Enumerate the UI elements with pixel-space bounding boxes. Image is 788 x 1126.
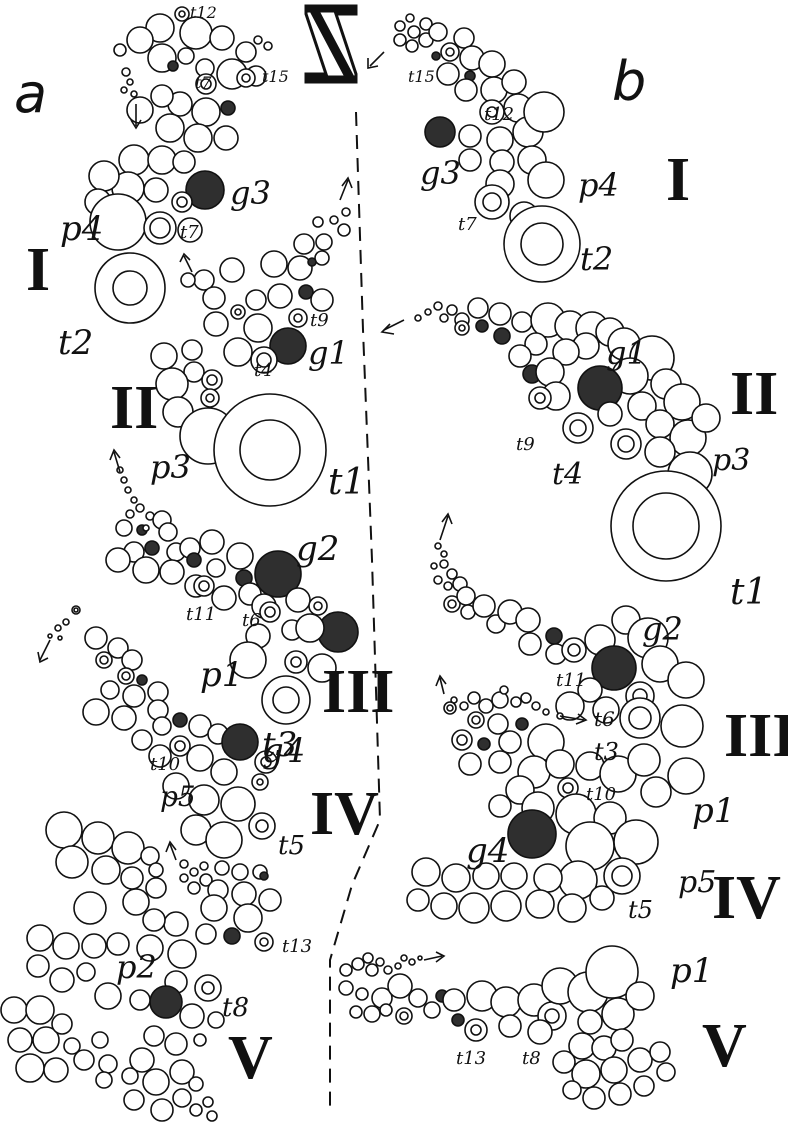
right-label-t9: t9 [516,434,535,455]
center-x-mark [304,4,358,84]
right-whorl-I-circles [393,13,581,283]
right-label-t15: t15 [408,67,435,86]
left-label-t11: t11 [186,604,216,625]
left-label-p1: p1 [200,655,243,695]
left-label-t3: t3 [262,725,297,765]
left-label-g1: g1 [308,334,349,372]
right-label-t2: t2 [580,240,613,278]
right-label-t12: t12 [484,104,514,125]
right-whorl-V-circles [338,945,676,1110]
left-label-t15: t15 [262,67,289,86]
left-label-t5: t5 [278,831,305,861]
right-label-g3: g3 [420,154,461,192]
left-label-t10: t10 [150,754,180,775]
right-panel: I II III IV V t15 t12 g3 p4 t7 t2 g1 t9 … [338,13,788,1110]
left-label-t4: t4 [254,360,273,381]
left-whorl-III-circles [105,466,359,725]
right-label-t13: t13 [456,1048,486,1069]
right-label-g1: g1 [606,334,647,372]
right-label-t10: t10 [586,784,616,805]
right-label-t4: t4 [552,457,583,492]
right-label-t3: t3 [594,738,619,766]
left-whorl-IV-circles [47,605,278,859]
right-label-t1: t1 [730,572,767,613]
right-whorl-II-circles [414,297,722,582]
left-label-p5: p5 [160,780,196,813]
left-label-t8: t8 [222,993,249,1023]
left-whorl-I-circles [84,6,273,324]
right-whorl-III-circles [430,542,705,808]
left-whorl-II: II [110,374,158,442]
right-label-g2: g2 [642,610,683,648]
left-label-t6: t6 [242,610,261,631]
right-label-t7: t7 [458,214,477,235]
right-label-t6: t6 [594,707,615,731]
left-whorl-V-circles [0,811,282,1122]
right-label-t5: t5 [628,896,653,924]
left-whorl-III: III [322,658,394,726]
right-whorl-V: V [702,1012,747,1080]
divider-dashed-line [329,111,382,1110]
left-label-t7-top: t7 [195,73,212,92]
left-label-t9: t9 [310,310,329,331]
panel-label-a: a [14,62,47,125]
right-whorl-II: II [730,360,778,428]
left-label-t12: t12 [190,3,217,22]
right-label-p1: p1 [692,791,735,831]
left-label-t13: t13 [282,936,312,957]
left-label-t1: t1 [328,462,365,503]
left-whorl-II-circles [150,207,351,507]
right-whorl-IV: IV [712,864,781,932]
left-label-g2: g2 [296,529,339,569]
right-label-p5: p5 [678,865,716,900]
left-whorl-V: V [228,1024,273,1092]
left-panel: I II III IV V t12 t15 t7 g3 p4 t7 t2 t9 … [0,3,394,1122]
right-label-p4: p4 [578,166,619,204]
right-label-t8: t8 [522,1048,541,1069]
right-whorl-IV-circles [406,775,659,924]
right-arrows [367,51,588,963]
left-arrows [37,104,353,861]
left-label-p4: p4 [60,209,103,249]
right-label-t11: t11 [556,670,586,691]
left-label-g3: g3 [230,174,271,212]
left-label-g4: g4 [262,731,305,771]
left-whorl-I: I [26,236,50,304]
right-label-p1-v: p1 [670,951,713,991]
right-label-p3: p3 [712,443,750,478]
left-label-t7: t7 [180,222,199,243]
left-label-t2: t2 [58,323,93,363]
left-label-p3: p3 [150,448,191,486]
right-whorl-III: III [724,702,788,770]
panel-label-b: b [612,50,646,113]
left-whorl-IV: IV [310,780,379,848]
right-label-g4: g4 [466,831,509,871]
right-whorl-I: I [666,146,690,214]
left-label-p2: p2 [116,948,157,986]
